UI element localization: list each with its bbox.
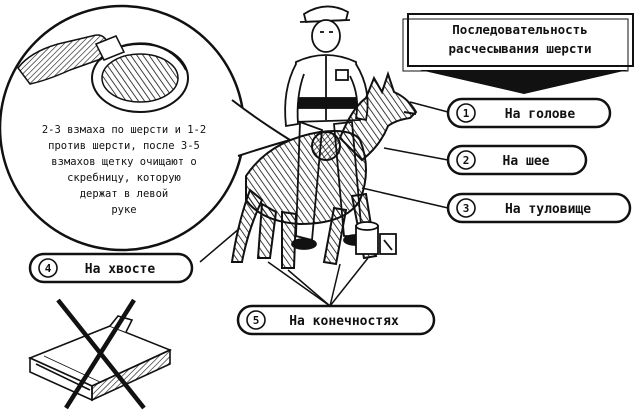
sequence-arrow-icon	[420, 70, 628, 94]
leader-line-limbs-4	[329, 257, 369, 307]
step-number: 4	[45, 262, 52, 275]
step-label-text: На шее	[503, 154, 550, 169]
dog-figure	[230, 70, 418, 269]
title-line-2: расчесывания шерсти	[449, 41, 592, 56]
step-number: 5	[253, 314, 260, 327]
step-number: 3	[463, 202, 470, 215]
step-label-text: На хвосте	[85, 262, 156, 277]
step-number: 2	[463, 154, 470, 167]
step-number-badge	[38, 258, 58, 278]
step-label-4: 4 На хвосте	[28, 252, 194, 284]
note-bubble: 2-3 взмаха по шерсти и 1-2 против шерсти…	[0, 4, 293, 252]
step-number: 1	[463, 107, 470, 120]
step-label-3: 3 На туловище	[446, 192, 632, 224]
leader-line-neck	[383, 147, 449, 161]
step-number-badge	[456, 198, 476, 218]
leader-line-tail	[199, 227, 241, 263]
leader-line-head	[409, 101, 449, 113]
leader-line-limbs-1	[267, 261, 331, 307]
step-label-5: 5 На конечностях	[236, 304, 436, 336]
prohibited-brush-icon	[27, 298, 173, 410]
step-number-badge	[456, 103, 476, 123]
note-line-5: держат в левой	[80, 188, 169, 200]
step-label-2: 2 На шее	[446, 144, 588, 176]
note-line-1: 2-3 взмаха по шерсти и 1-2	[42, 124, 206, 136]
note-line-4: скребницу, которую	[67, 172, 181, 184]
leader-lines	[199, 101, 449, 307]
leader-line-body	[361, 187, 449, 209]
step-number-badge	[246, 310, 266, 330]
leader-line-limbs-2	[287, 269, 331, 307]
step-label-text: На туловище	[505, 202, 591, 217]
note-line-6: руке	[111, 204, 136, 216]
note-line-3: взмахов щетку очищают о	[51, 156, 196, 168]
title-line-1: Последовательность	[452, 22, 587, 37]
step-label-1: 1 На голове	[446, 97, 612, 129]
grooming-kit-icon	[355, 221, 397, 255]
hand-brush-icon	[17, 34, 189, 113]
step-label-text: На голове	[505, 107, 576, 122]
step-number-badge	[456, 150, 476, 170]
title-box	[407, 13, 634, 67]
title-block: Последовательность расчесывания шерсти	[402, 13, 634, 94]
note-line-2: против шерсти, после 3-5	[48, 140, 200, 152]
leader-line-limbs-3	[329, 263, 341, 307]
step-label-text: На конечностях	[289, 314, 399, 329]
